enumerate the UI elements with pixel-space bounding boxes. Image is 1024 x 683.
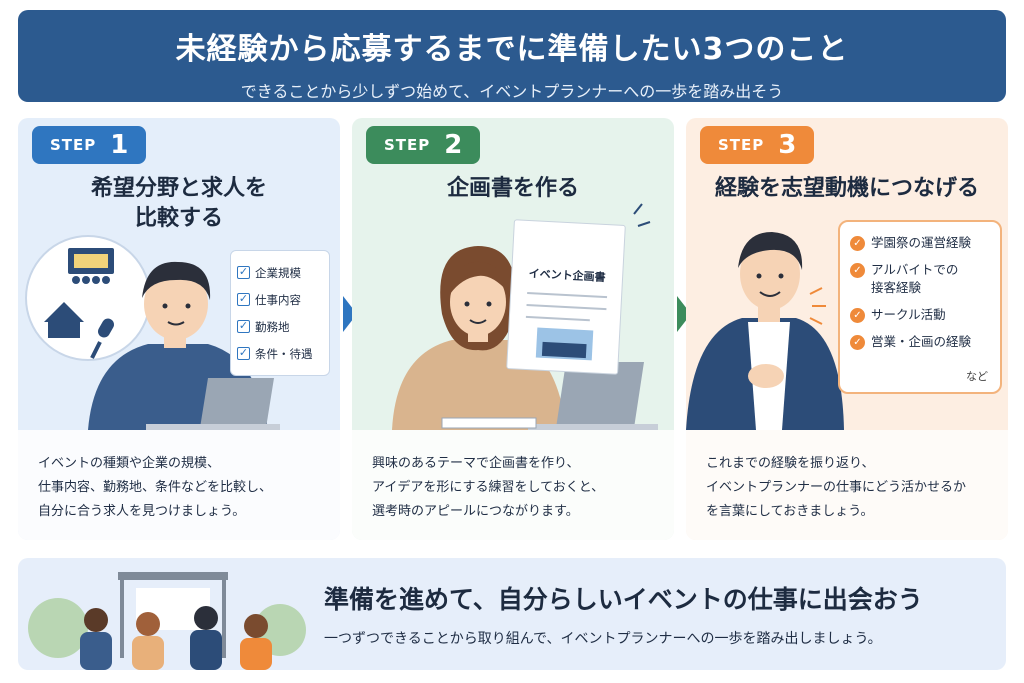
description-line: イベントプランナーの仕事にどう活かせるか [706,480,967,495]
experience-label: サークル活動 [871,307,946,322]
experience-label: 学園祭の運営経験 [871,235,972,250]
experience-item: ✓ 学園祭の運営経験 [850,234,990,252]
checklist-label: 条件・待遇 [255,346,313,361]
check-icon: ✓ [237,292,250,306]
step-3-card: STEP 3 経験を志望動機につなげる ✓ 学園祭の運営経験 ✓ アルバイトでの接客… [686,118,1008,540]
description-line: 自分に合う求人を見つけましょう。 [38,504,246,519]
step-2-card: イベント企画書 STEP 2 企画書を作る 興味のあるテーマで企画書を作り、 ア… [352,118,674,540]
checklist-item: ✓ 企業規模 [237,259,323,286]
experience-item: ✓ アルバイトでの接客経験 [850,261,990,297]
experience-etc: など [966,370,988,383]
check-icon: ✓ [850,308,865,323]
experience-label: 営業・企画の経験 [871,334,972,349]
step-2-illustration [392,203,658,430]
person-icon [392,246,566,430]
checklist-item: ✓ 仕事内容 [237,286,323,313]
check-icon: ✓ [850,236,865,251]
step-label: STEP [384,136,431,154]
step-3-title: 経験を志望動機につなげる [686,174,1008,204]
step-number: 2 [444,130,463,160]
step-1-title: 希望分野と求人を 比較する [18,174,340,233]
step-2-body [352,430,674,540]
step-3-badge: STEP 3 [700,126,815,164]
checklist-label: 勤務地 [255,319,290,334]
step-1-description: イベントの種類や企業の規模、 仕事内容、勤務地、条件などを比較し、 自分に合う求… [38,452,328,524]
experience-item: ✓ 営業・企画の経験 [850,333,990,351]
description-line: 仕事内容、勤務地、条件などを比較し、 [38,480,273,495]
step-1-body [18,430,340,540]
checklist-label: 仕事内容 [255,292,301,307]
step-3-title-line1: 経験を志望動機につなげる [714,176,979,201]
checklist-item: ✓ 勤務地 [237,313,323,340]
laptop-icon [146,378,280,430]
microphone-icon [90,318,114,359]
person-icon [686,232,844,430]
step-1-card: STEP 1 希望分野と求人を 比較する ✓ 企業規模 ✓ 仕事内容 ✓ 勤務地 ✓ 条… [18,118,340,540]
check-icon: ✓ [237,319,250,333]
step-label: STEP [50,136,97,154]
description-line: を言葉にしておきましょう。 [706,504,874,519]
description-line: 選考時のアピールにつながります。 [372,504,579,519]
step-1-badge: STEP 1 [32,126,147,164]
tent-icon [44,302,84,338]
step-1-title-line1: 希望分野と求人を [90,176,267,201]
check-icon: ✓ [850,335,865,350]
experience-label: アルバイトでの接客経験 [871,262,959,295]
footer-banner: 準備を進めて、自分らしいイベントの仕事に出会おう 一つずつできることから取り組ん… [18,558,1006,670]
document-lines [525,291,608,361]
step-2-badge: STEP 2 [366,126,481,164]
laptop-icon [528,362,658,430]
step-1-title-line2: 比較する [134,205,223,231]
person-icon [80,606,272,670]
page-title: 未経験から応募するまでに準備したい3つのこと [175,32,849,67]
footer-title: 準備を進めて、自分らしいイベントの仕事に出会おう [324,585,923,614]
step-1-illustration [25,235,280,430]
step-3-illustration [686,232,844,430]
header-banner: 未経験から応募するまでに準備したい3つのこと できることから少しずつ始めて、イベ… [18,10,1006,102]
check-icon: ✓ [237,346,250,360]
step-number: 3 [778,130,797,160]
experience-list: ✓ 学園祭の運営経験 ✓ アルバイトでの接客経験 ✓ サークル活動 ✓ 営業・企画の経験… [838,220,1002,394]
checklist-item: ✓ 条件・待遇 [237,340,323,367]
comparison-checklist: ✓ 企業規模 ✓ 仕事内容 ✓ 勤務地 ✓ 条件・待遇 [230,250,330,376]
step-3-description: これまでの経験を振り返り、 イベントプランナーの仕事にどう活かせるか を言葉にし… [706,452,996,524]
description-line: イベントの種類や企業の規模、 [38,456,221,471]
audience-illustration [28,572,306,670]
plan-document: イベント企画書 [506,219,626,375]
footer-subtitle: 一つずつできることから取り組んで、イベントプランナーへの一歩を踏み出しましょう。 [324,631,882,647]
step-2-description: 興味のあるテーマで企画書を作り、 アイデアを形にする練習をしておくと、 選考時の… [372,452,662,524]
step-2-title-line1: 企画書を作る [446,176,579,201]
stage-icon [68,248,114,284]
page-subtitle: できることから少しずつ始めて、イベントプランナーへの一歩を踏み出そう [240,82,784,101]
step-label: STEP [718,136,765,154]
check-icon: ✓ [850,263,865,278]
checklist-label: 企業規模 [255,265,301,280]
check-icon: ✓ [237,265,250,279]
description-line: 興味のあるテーマで企画書を作り、 [372,456,580,471]
step-number: 1 [110,130,129,160]
step-3-body [686,430,1008,540]
experience-item: ✓ サークル活動 [850,306,990,324]
description-line: これまでの経験を振り返り、 [706,456,875,471]
step-2-title: 企画書を作る [352,174,674,204]
description-line: アイデアを形にする練習をしておくと、 [372,480,605,495]
